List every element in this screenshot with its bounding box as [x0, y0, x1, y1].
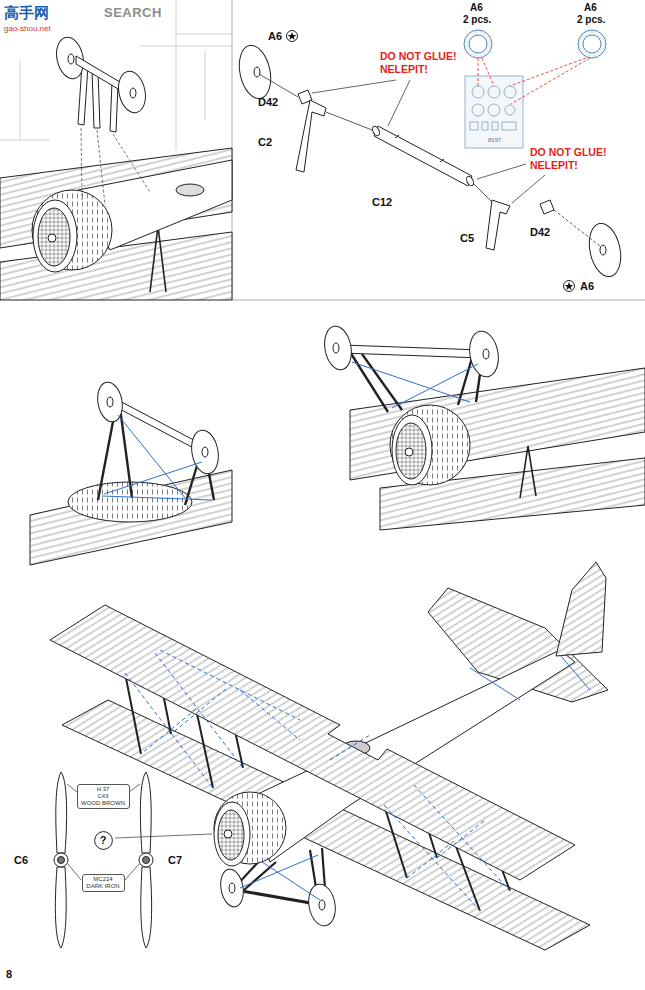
watermark: gao-shou.net — [4, 24, 51, 33]
part-number: A6 — [470, 2, 483, 14]
sheet-number: 8197 — [488, 137, 501, 144]
option-circle: ? — [94, 831, 113, 850]
rigging-wires — [352, 362, 478, 408]
page-number: 8 — [6, 968, 12, 981]
wheels — [218, 867, 339, 928]
part-number: A6 — [268, 30, 282, 43]
wing-section — [0, 148, 232, 300]
propeller — [139, 772, 153, 948]
node-text: ? — [100, 834, 107, 847]
upper-wing — [50, 605, 575, 880]
part-number: D42 — [258, 96, 278, 109]
part-number: C5 — [460, 232, 474, 245]
quantity-note: 2 pcs. — [463, 14, 491, 26]
undercarriage — [53, 35, 149, 132]
construction-lines — [0, 0, 232, 150]
warning-note: DO NOT GLUE! — [530, 146, 606, 158]
engine-cowling — [390, 405, 470, 485]
node-text: WOOD BROWN — [81, 800, 126, 807]
part-number: C6 — [14, 854, 28, 867]
guide-lines — [81, 128, 150, 205]
part-number: A6 — [584, 2, 597, 14]
undercarriage — [350, 352, 482, 412]
part-number: C2 — [258, 136, 272, 149]
part-number: C7 — [168, 854, 182, 867]
wheel-part — [235, 42, 626, 279]
circle-outline — [94, 831, 112, 849]
node-text: MC214 — [86, 876, 121, 883]
node-text: H 37 — [81, 786, 126, 793]
undercarriage — [95, 380, 222, 476]
propeller — [54, 772, 68, 948]
part-number: C12 — [372, 196, 392, 209]
wing-section — [350, 368, 645, 530]
watermark: 高手网 — [4, 5, 49, 22]
warning-note: NELEPIT! — [530, 159, 578, 171]
engine-cowling — [214, 792, 286, 866]
node-text: C43 — [81, 793, 126, 800]
tail-unit — [556, 562, 606, 656]
warning-note: NELEPIT! — [380, 63, 428, 75]
part-number: D42 — [530, 226, 550, 239]
part-number: A6 — [580, 280, 594, 293]
rigging-wires — [125, 650, 510, 911]
assembly-lines — [259, 74, 600, 246]
mask-leaders — [478, 58, 590, 104]
panel-divider — [232, 0, 645, 300]
paint-leaders — [67, 784, 212, 880]
watermark: SEARCH — [104, 6, 162, 21]
warning-note: DO NOT GLUE! — [380, 50, 456, 62]
quantity-note: 2 pcs. — [577, 14, 605, 26]
rigging-wires — [102, 415, 212, 500]
paint-code-chip: H 37C43WOOD BROWN — [77, 784, 130, 809]
mask-sheet — [465, 76, 523, 148]
paint-code-chip: MC214DARK IRON — [82, 874, 125, 892]
undercarriage — [321, 324, 501, 379]
rigging-wires — [240, 655, 590, 900]
engine-cowling — [32, 190, 112, 272]
wheel-masks — [464, 30, 606, 58]
node-text: DARK IRON — [86, 883, 121, 890]
